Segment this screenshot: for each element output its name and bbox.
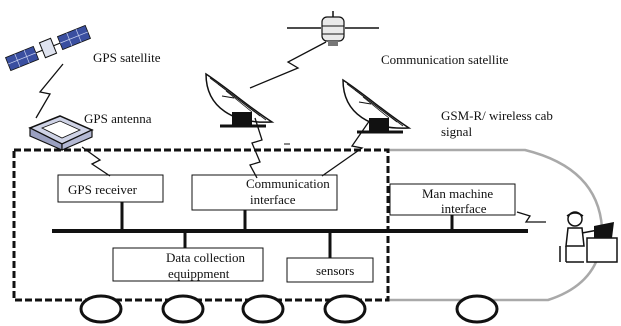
man-machine-interface-label: Man machine	[422, 186, 493, 201]
communication-satellite-icon	[287, 11, 379, 46]
gps-satellite-label: GPS satellite	[93, 50, 161, 65]
gps-satellite-icon	[4, 24, 92, 72]
wheel-icon	[455, 294, 499, 324]
sensors-box	[286, 257, 374, 283]
communication-interface-box	[191, 174, 338, 211]
gps-receiver-box	[57, 174, 164, 203]
communication-satellite-label: Communication satellite	[381, 52, 509, 67]
cab-outline	[388, 148, 604, 302]
wheel-icon	[323, 294, 367, 324]
bus-connectors	[120, 202, 454, 258]
gps-antenna-device-icon	[28, 115, 94, 151]
gsmr-label: GSM-R/ wireless cab	[441, 108, 553, 123]
lightning-signal-icon	[35, 41, 546, 223]
communication-interface-label: Communication	[246, 176, 330, 191]
gps-receiver-label: GPS receiver	[68, 182, 138, 197]
data-collection-label-2: equippment	[168, 266, 230, 281]
man-machine-interface-label-2: interface	[441, 201, 487, 216]
gsmr-label-2: signal	[441, 124, 472, 139]
wheel-icon	[241, 294, 285, 324]
gps-antenna-label: GPS antenna	[84, 111, 152, 126]
dish-antenna-icon	[342, 78, 412, 134]
driver-at-console-icon	[559, 211, 618, 263]
data-collection-label: Data collection	[166, 250, 246, 265]
wheel-icon	[161, 294, 205, 324]
data-collection-box	[112, 247, 264, 282]
communication-interface-label-2: interface	[250, 192, 296, 207]
dish-antenna-icon	[205, 72, 275, 128]
sensors-label: sensors	[316, 263, 354, 278]
train-body-frame	[12, 148, 390, 302]
man-machine-interface-box	[389, 183, 516, 216]
train-wheels	[79, 294, 499, 324]
wheel-icon	[79, 294, 123, 324]
